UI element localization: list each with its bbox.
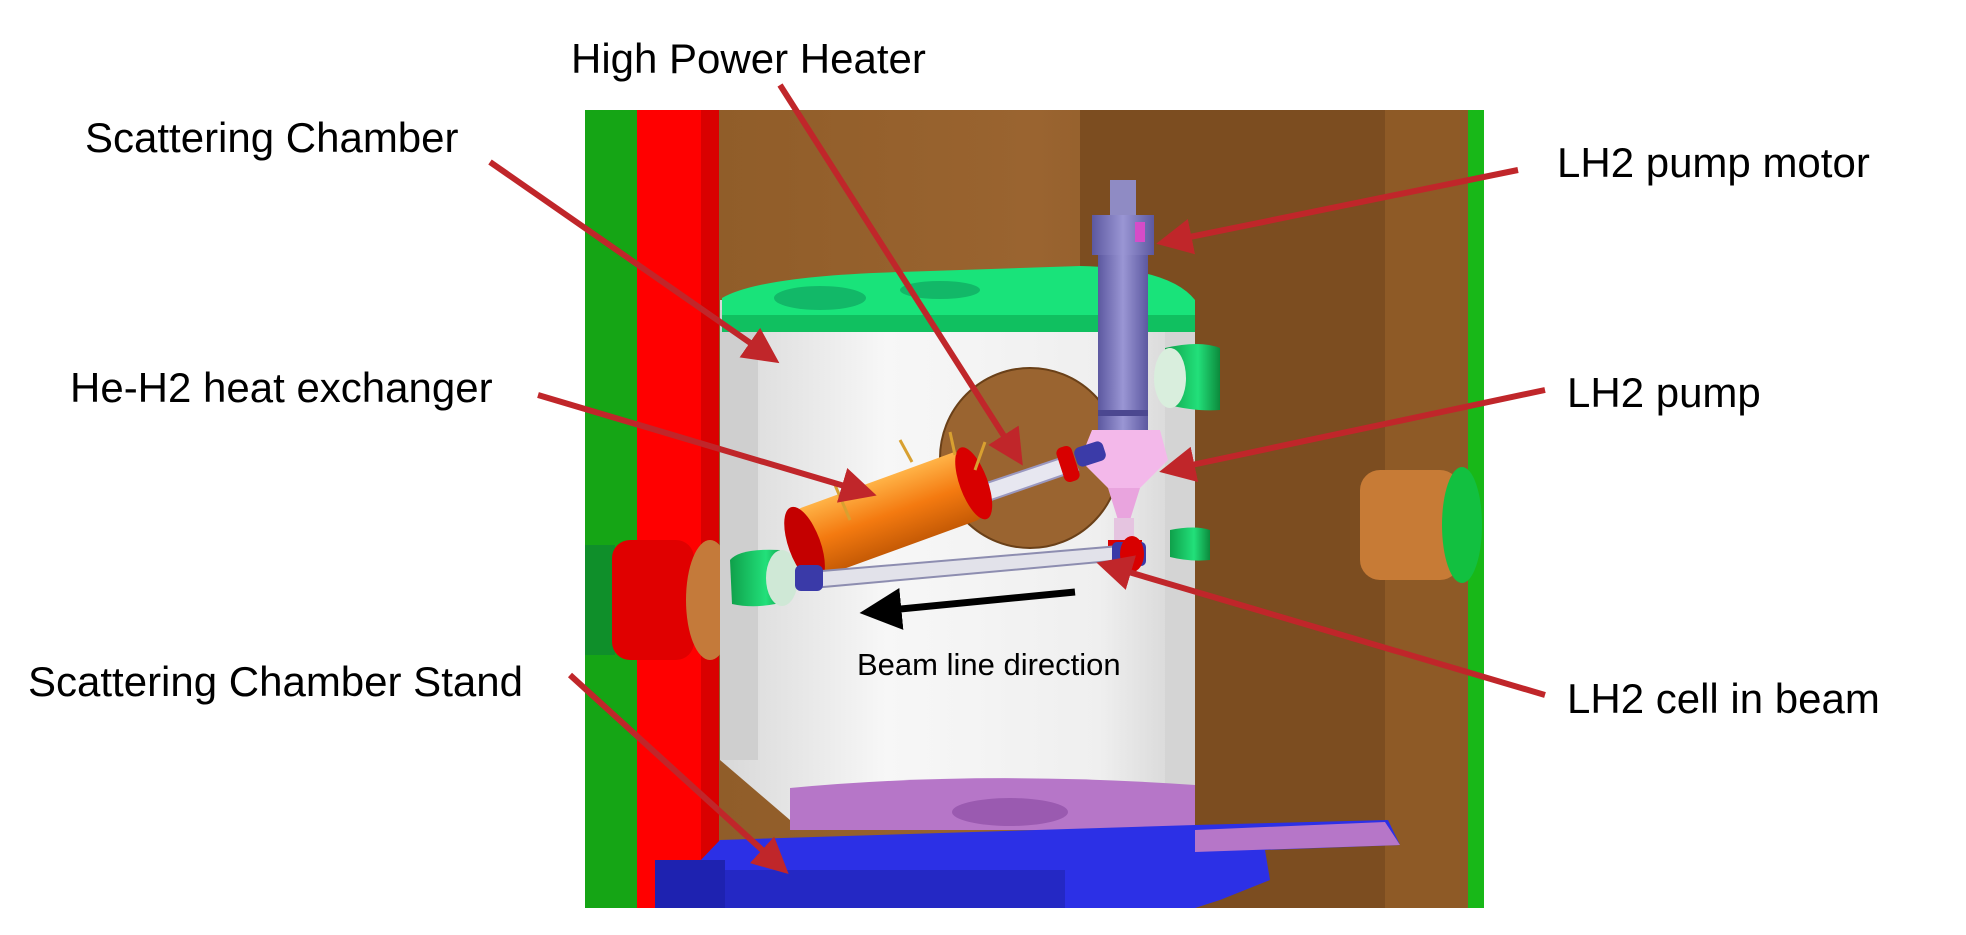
stand-right-plate <box>1195 822 1400 852</box>
port-right-lower <box>1170 527 1210 561</box>
label-lh2-cell-in-beam: LH2 cell in beam <box>1567 675 1880 722</box>
arrow-lh2-pump-motor <box>1156 167 1519 255</box>
right-port-brown <box>1360 470 1460 580</box>
arrow-lh2-pump <box>1159 387 1546 483</box>
arrow-high-power-heater <box>777 83 1023 466</box>
heater-coupler <box>1074 441 1106 467</box>
hx-pin-4 <box>973 441 987 471</box>
label-beam-line-direction: Beam line direction <box>857 647 1121 682</box>
arrow-scattering-chamber-stand <box>567 672 789 875</box>
label-scattering-chamber-stand: Scattering Chamber Stand <box>28 658 523 705</box>
label-lh2-pump-motor: LH2 pump motor <box>1557 139 1870 186</box>
floor-port <box>952 798 1068 826</box>
arrow-he-h2-heat-exchanger <box>537 392 877 503</box>
left-beam-pipe-red <box>612 540 694 660</box>
stand-beam <box>720 870 1065 908</box>
heater-flange <box>1056 445 1080 483</box>
pump-motor-cap <box>1110 180 1136 220</box>
stand-left-foot <box>655 860 725 908</box>
heat-exchanger-right-cap <box>955 447 993 520</box>
port-right-upper-opening <box>1154 348 1186 408</box>
left-beam-pipe-green <box>585 545 615 655</box>
heat-exchanger-left-cap <box>784 506 825 583</box>
label-he-h2-heat-exchanger: He-H2 heat exchanger <box>70 364 493 411</box>
lid-port-mid <box>900 281 980 299</box>
port-left-opening <box>766 550 798 606</box>
pump-motor-band <box>1098 410 1148 416</box>
arrow-scattering-chamber <box>488 159 780 364</box>
arrow-beam-line-direction <box>859 588 1076 630</box>
lid-port-left <box>774 286 866 310</box>
chamber-left-edge <box>720 310 758 760</box>
pump-nozzle <box>1108 488 1140 520</box>
right-port-green <box>1442 467 1482 583</box>
label-lh2-pump: LH2 pump <box>1567 369 1761 416</box>
hx-pin-2 <box>898 439 914 463</box>
pump-motor-body <box>1098 255 1148 435</box>
heat-exchanger-body <box>795 452 984 576</box>
pump-motor-accent <box>1135 222 1145 242</box>
chamber-lid <box>722 266 1195 330</box>
label-high-power-heater: High Power Heater <box>571 35 926 82</box>
chamber-lid-shade <box>722 315 1195 332</box>
target-cell-left-cup <box>795 565 823 591</box>
label-scattering-chamber: Scattering Chamber <box>85 114 459 161</box>
hx-pin-3 <box>948 431 957 456</box>
arrow-lh2-cell-in-beam <box>1096 555 1546 698</box>
